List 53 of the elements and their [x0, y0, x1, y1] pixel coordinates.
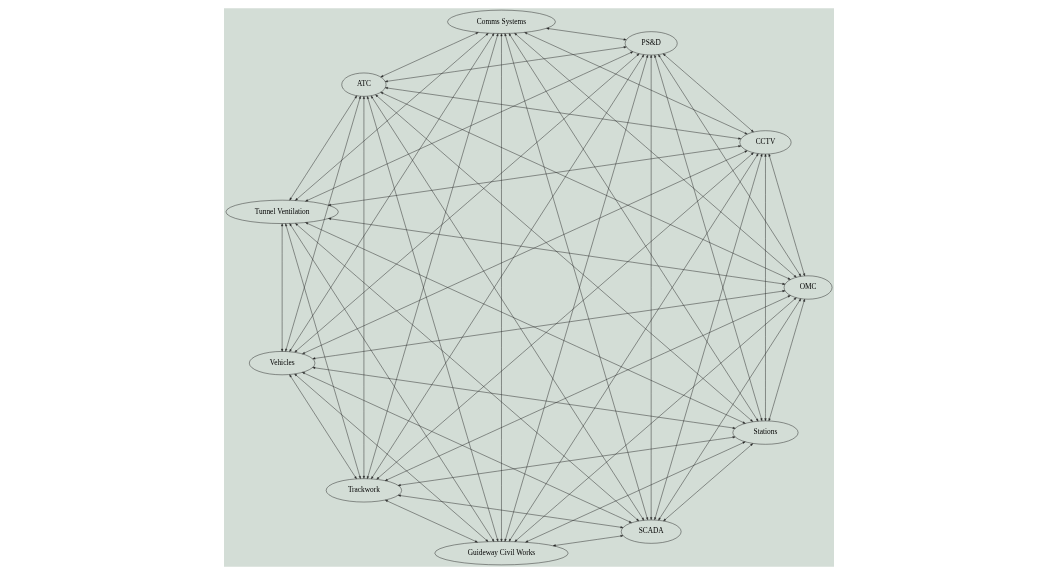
arrow: [280, 223, 283, 352]
arrow: [301, 150, 747, 355]
arrow: [649, 54, 652, 520]
arrow: [301, 372, 632, 523]
arrow: [768, 298, 805, 422]
arrow: [288, 33, 494, 352]
arrow: [312, 290, 785, 360]
arrow: [380, 32, 478, 78]
arrow: [366, 33, 498, 479]
arrow: [288, 223, 494, 542]
arrow: [294, 33, 488, 201]
arrow: [327, 145, 741, 206]
arrow: [384, 87, 741, 140]
arrow: [288, 95, 357, 201]
arrow: [370, 95, 644, 521]
arrow: [657, 54, 801, 277]
arrow: [362, 96, 365, 479]
arrow: [514, 297, 796, 542]
arrow: [397, 494, 623, 529]
arrow: [294, 53, 639, 353]
arrow: [384, 295, 791, 481]
arrow: [384, 499, 478, 543]
arrow: [545, 27, 626, 41]
arrow: [366, 96, 498, 542]
arrow: [768, 153, 805, 277]
arrow: [508, 33, 758, 422]
arrow: [657, 298, 801, 521]
arrow: [384, 46, 626, 83]
arrow: [513, 33, 796, 278]
arrow: [397, 436, 735, 487]
arrow: [653, 153, 762, 521]
arrow: [379, 92, 791, 280]
arrow: [284, 223, 361, 479]
arrow: [524, 441, 745, 543]
arrow: [376, 152, 754, 480]
arrow: [499, 33, 502, 542]
arrow: [288, 374, 357, 480]
arrow: [763, 153, 766, 422]
arrow: [523, 32, 747, 135]
arrow: [552, 535, 623, 547]
arrow: [284, 96, 361, 352]
arrow: [294, 223, 639, 522]
arrow: [304, 222, 746, 424]
arrow: [508, 153, 758, 542]
arrow: [662, 53, 754, 133]
arrow: [293, 373, 488, 542]
arrow: [374, 94, 753, 422]
arrow: [370, 54, 644, 480]
arrow: [327, 217, 785, 285]
arrow: [311, 366, 735, 429]
arrow: [304, 51, 633, 202]
arrow: [653, 54, 762, 421]
arrow: [662, 443, 753, 522]
